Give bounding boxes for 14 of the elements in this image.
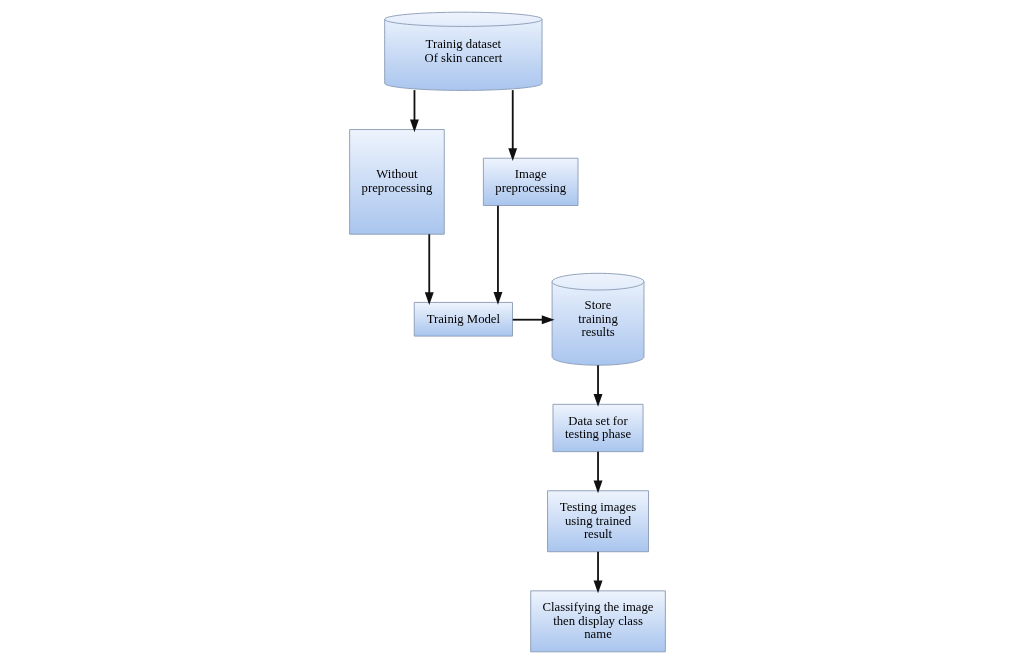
arrow	[593, 450, 602, 494]
arrow	[511, 315, 555, 325]
arrow	[409, 89, 419, 133]
node-box: Classifying the image then display class name	[529, 590, 666, 653]
node-box: Without preprocessing	[348, 129, 445, 235]
arrow	[424, 233, 434, 306]
node-box: Testing images using trained result	[546, 490, 649, 553]
arrow	[507, 89, 517, 161]
node-box: Trainig Model	[413, 301, 513, 337]
arrow	[593, 550, 602, 594]
node-box: Data set for testing phase	[552, 403, 644, 453]
node-box: Image preprocessing	[482, 157, 578, 206]
arrow	[492, 204, 502, 305]
arrow	[593, 364, 602, 407]
